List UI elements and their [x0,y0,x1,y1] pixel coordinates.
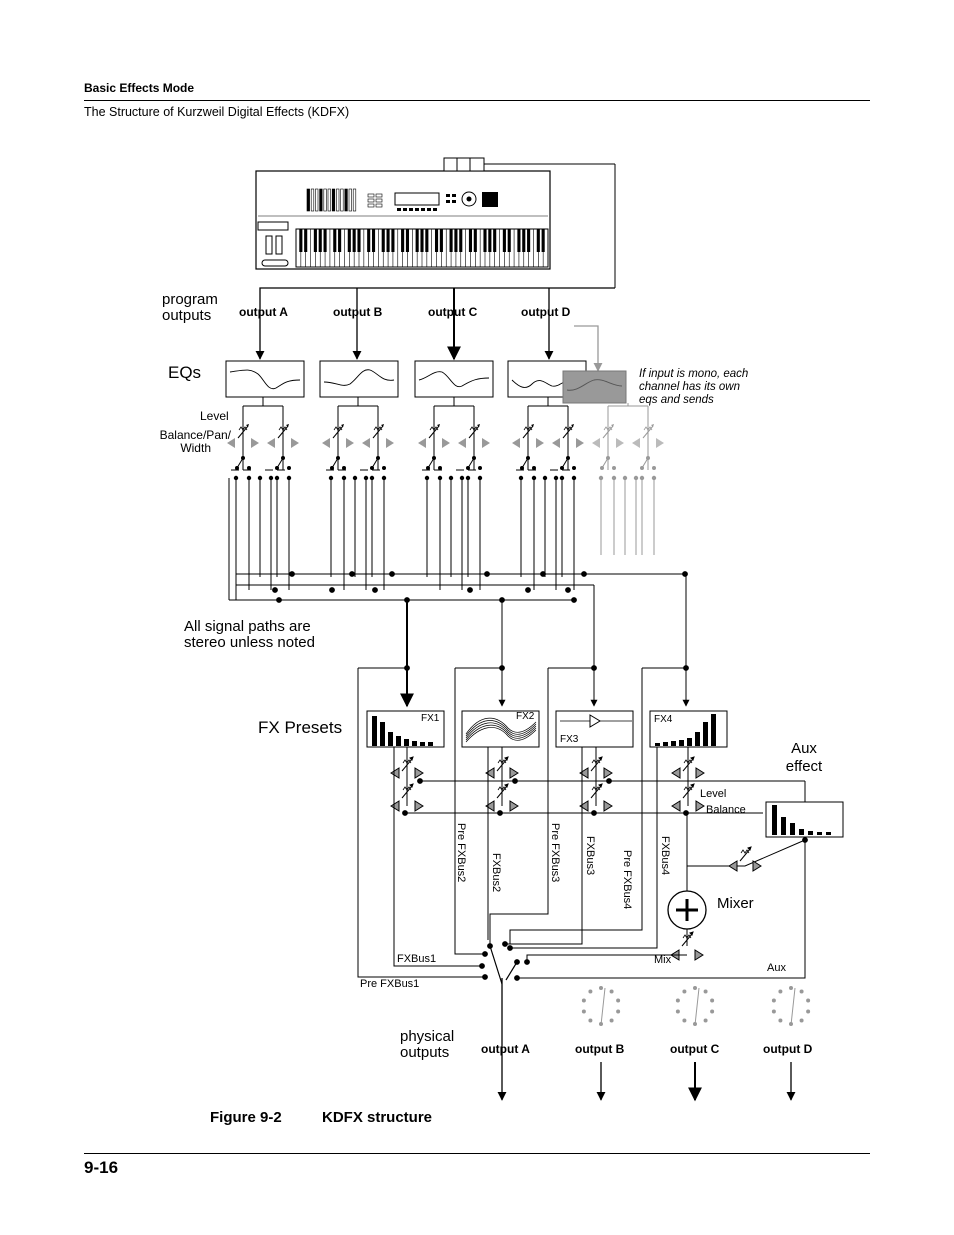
header-rule [84,100,870,101]
pre-fxbus4-label: Pre FXBus4 [621,850,633,909]
physical-output-a-label: output A [481,1042,530,1056]
fx-graphics [372,714,716,746]
section-subtitle: The Structure of Kurzweil Digital Effect… [84,105,350,119]
section-title: Basic Effects Mode [84,81,195,95]
mix-label: Mix [654,954,672,966]
mono-note-line2: channel has its own [639,381,740,393]
mixer-label: Mixer [717,895,754,912]
program-output-d-label: output D [521,305,571,319]
stereo-note-line1: All signal paths are [184,618,311,635]
eq-boxes [225,360,587,398]
physical-output-b-label: output B [575,1042,625,1056]
output-section [497,978,811,1102]
stereo-note-line2: stereo unless noted [184,634,315,651]
aux-label: Aux [767,962,786,974]
aux-level-label: Level [700,788,726,800]
program-output-a-label: output A [239,305,288,319]
fx1-label: FX1 [421,713,440,724]
aux-balance-label: Balance [706,804,746,816]
mono-note-line1: If input is mono, each [639,368,748,380]
signal-bus-network [228,478,808,985]
fxbus2-label: FXBus2 [490,853,502,892]
physical-outputs-label-line1: physical [400,1028,454,1045]
fx-presets-label: FX Presets [258,718,342,737]
fxbus4-label: FXBus4 [659,836,671,875]
fx3-label: FX3 [560,734,579,745]
program-output-lines [255,287,615,361]
program-output-b-label: output B [333,305,383,319]
physical-outputs-label-line2: outputs [400,1044,449,1061]
physical-output-d-label: output D [763,1042,813,1056]
aux-effect-label-line1: Aux [791,740,817,757]
fx4-label: FX4 [654,714,673,725]
mono-eq-box [562,370,627,404]
physical-output-c-label: output C [670,1042,720,1056]
keyboard-illustration [255,157,616,288]
figure-number: Figure 9-2 [210,1109,282,1126]
fxbus1-label: FXBus1 [397,953,436,965]
pre-fxbus1-label: Pre FXBus1 [360,978,419,990]
fx-boxes [366,710,728,748]
mono-input-line [574,325,603,372]
eq-send-sections [227,397,664,590]
aux-effect-box [765,801,844,838]
program-outputs-label-line2: outputs [162,307,211,324]
page-number: 9-16 [84,1158,119,1177]
program-outputs-label-line1: program [162,291,218,308]
eqs-label: EQs [168,363,201,382]
mono-note-line3: eqs and sends [639,394,714,406]
level-label: Level [200,409,229,423]
pre-fxbus2-label: Pre FXBus2 [455,823,467,882]
balance-pan-width-label-line1: Balance/Pan/ [160,428,232,442]
pre-fxbus3-label: Pre FXBus3 [549,823,561,882]
aux-effect-label-line2: effect [786,758,823,775]
program-output-c-label: output C [428,305,478,319]
footer-rule [84,1153,870,1154]
figure-title: KDFX structure [322,1109,432,1126]
balance-pan-width-label-line2: Width [180,441,211,455]
fxbus3-label: FXBus3 [584,836,596,875]
fx2-label: FX2 [516,711,535,722]
